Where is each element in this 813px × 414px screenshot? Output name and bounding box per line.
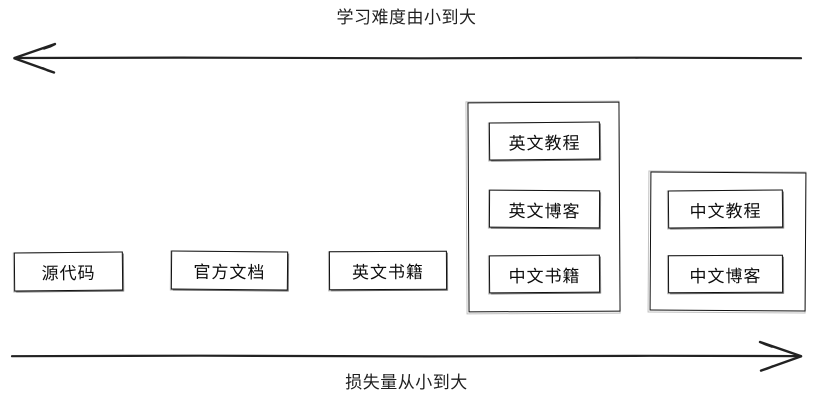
node-label: 中文教程	[689, 201, 762, 221]
node-english-blog[interactable]: 英文博客	[488, 189, 601, 229]
node-label: 源代码	[41, 263, 96, 284]
top-axis-label: 学习难度由小到大	[336, 8, 477, 27]
node-chinese-books[interactable]: 中文书籍	[488, 254, 601, 294]
node-label: 英文博客	[508, 201, 581, 221]
node-english-tutorial[interactable]: 英文教程	[488, 121, 601, 161]
node-label: 中文博客	[689, 266, 762, 286]
node-source-code[interactable]: 源代码	[13, 251, 124, 292]
node-label: 中文书籍	[508, 266, 581, 286]
node-chinese-tutorial[interactable]: 中文教程	[667, 189, 784, 229]
node-english-books[interactable]: 英文书籍	[328, 250, 448, 291]
node-official-docs[interactable]: 官方文档	[170, 250, 289, 291]
bottom-axis-label: 损失量从小到大	[345, 373, 468, 392]
node-label: 官方文档	[193, 262, 266, 283]
node-chinese-blog[interactable]: 中文博客	[667, 254, 784, 294]
node-label: 英文教程	[508, 133, 581, 153]
bottom-arrow-icon	[10, 340, 803, 372]
node-label: 英文书籍	[351, 262, 425, 283]
top-arrow-icon	[13, 42, 803, 74]
